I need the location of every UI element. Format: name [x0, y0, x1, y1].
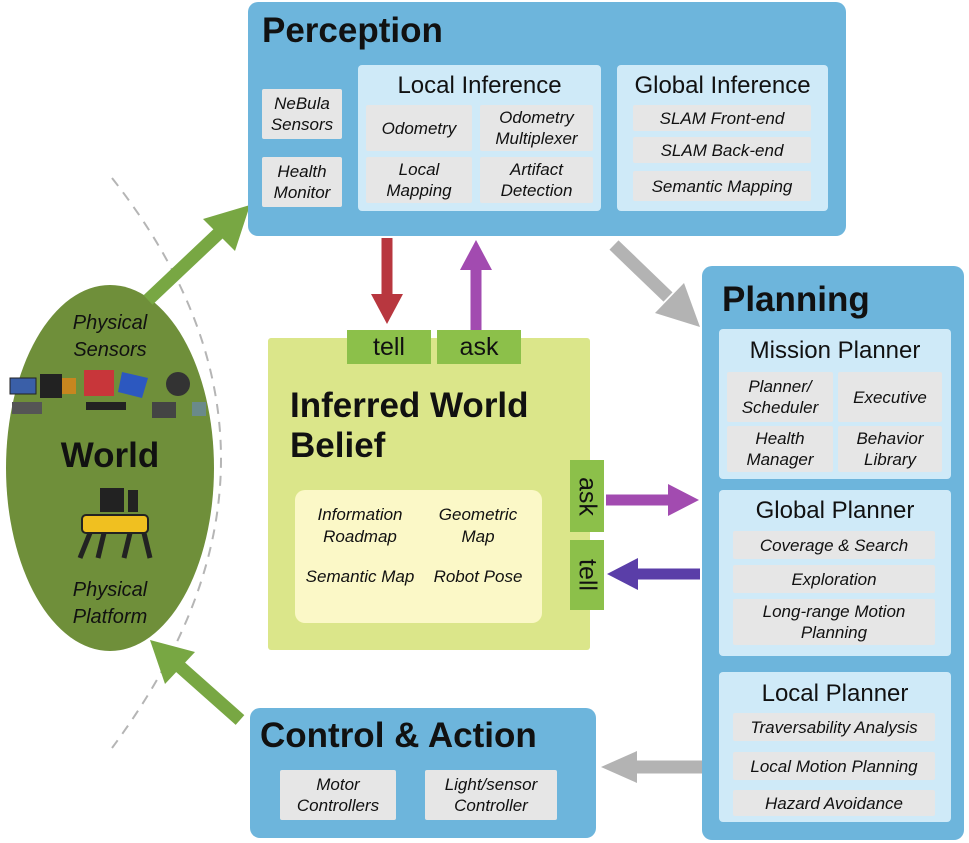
global-planner-title: Global Planner: [755, 497, 915, 524]
ask-tab-side: ask: [570, 460, 604, 532]
long-range-motion-planning-box: Long-range Motion Planning: [733, 599, 935, 645]
arrow-perception-to-planning: [609, 240, 700, 327]
semantic-mapping-box: Semantic Mapping: [633, 171, 811, 201]
control-panel: Control & Action Motor Controllers Light…: [250, 708, 596, 838]
belief-panel: Inferred World Belief Information Roadma…: [268, 338, 590, 650]
physical-sensors-label: Physical Sensors: [72, 312, 148, 361]
perception-title: Perception: [262, 11, 443, 50]
local-inference-title: Local Inference: [397, 72, 562, 99]
odometry-multiplexer-box: Odometry Multiplexer: [480, 105, 593, 151]
health-manager-box: Health Manager: [727, 426, 833, 472]
local-inference-box: Local Inference Odometry Odometry Multip…: [358, 65, 601, 211]
behavior-library-box: Behavior Library: [838, 426, 942, 472]
control-title: Control & Action: [260, 716, 537, 755]
exploration-box: Exploration: [733, 565, 935, 593]
local-mapping-box: Local Mapping: [366, 157, 472, 203]
robot-pose-label: Robot Pose: [433, 567, 523, 586]
robot-dog-icon: [77, 488, 153, 559]
planner-scheduler-box: Planner/ Scheduler: [727, 372, 833, 422]
hazard-avoidance-box: Hazard Avoidance: [733, 790, 935, 816]
ask-tab-top: ask: [437, 330, 521, 364]
slam-backend-box: SLAM Back-end: [633, 137, 811, 163]
global-inference-title: Global Inference: [634, 72, 811, 99]
mission-planner-title: Mission Planner: [749, 337, 921, 364]
belief-title: Inferred World Belief: [290, 386, 529, 465]
arrow-ask-up: [460, 240, 492, 330]
world-title: World: [60, 436, 160, 475]
local-planner-box: Local Planner Traversability Analysis Lo…: [719, 672, 951, 822]
nebula-sensors-box: NeBula Sensors: [262, 89, 342, 139]
motor-controllers-box: Motor Controllers: [280, 770, 396, 820]
planning-title: Planning: [722, 280, 870, 319]
light-sensor-controller-box: Light/sensor Controller: [425, 770, 557, 820]
perception-panel: Perception NeBula Sensors Health Monitor…: [248, 2, 846, 236]
local-motion-planning-box: Local Motion Planning: [733, 752, 935, 780]
health-monitor-box: Health Monitor: [262, 157, 342, 207]
local-planner-title: Local Planner: [761, 680, 909, 707]
odometry-box: Odometry: [366, 105, 472, 151]
belief-content-box: Information Roadmap Geometric Map Semant…: [295, 490, 542, 623]
information-roadmap-label: Information Roadmap: [317, 505, 403, 546]
executive-box: Executive: [838, 372, 942, 422]
arrow-control-to-world: [150, 640, 245, 725]
artifact-detection-box: Artifact Detection: [480, 157, 593, 203]
arrow-ask-right: [606, 484, 699, 516]
semantic-map-label: Semantic Map: [305, 567, 415, 586]
traversability-analysis-box: Traversability Analysis: [733, 713, 935, 741]
arrow-tell-left: [607, 558, 700, 590]
geometric-map-label: Geometric Map: [438, 505, 518, 546]
sensor-devices-icon: [9, 370, 206, 418]
mission-planner-box: Mission Planner Planner/ Scheduler Execu…: [719, 329, 951, 479]
arrow-planning-to-control: [601, 751, 718, 783]
physical-platform-label: Physical Platform: [72, 579, 148, 628]
tell-tab-top: tell: [347, 330, 431, 364]
global-inference-box: Global Inference SLAM Front-end SLAM Bac…: [617, 65, 828, 211]
global-planner-box: Global Planner Coverage & Search Explora…: [719, 490, 951, 656]
tell-tab-side: tell: [570, 540, 604, 610]
slam-frontend-box: SLAM Front-end: [633, 105, 811, 131]
arrow-world-to-perception: [143, 205, 250, 305]
arrow-tell-down: [371, 238, 403, 324]
coverage-search-box: Coverage & Search: [733, 531, 935, 559]
planning-panel: Planning Mission Planner Planner/ Schedu…: [702, 266, 964, 840]
